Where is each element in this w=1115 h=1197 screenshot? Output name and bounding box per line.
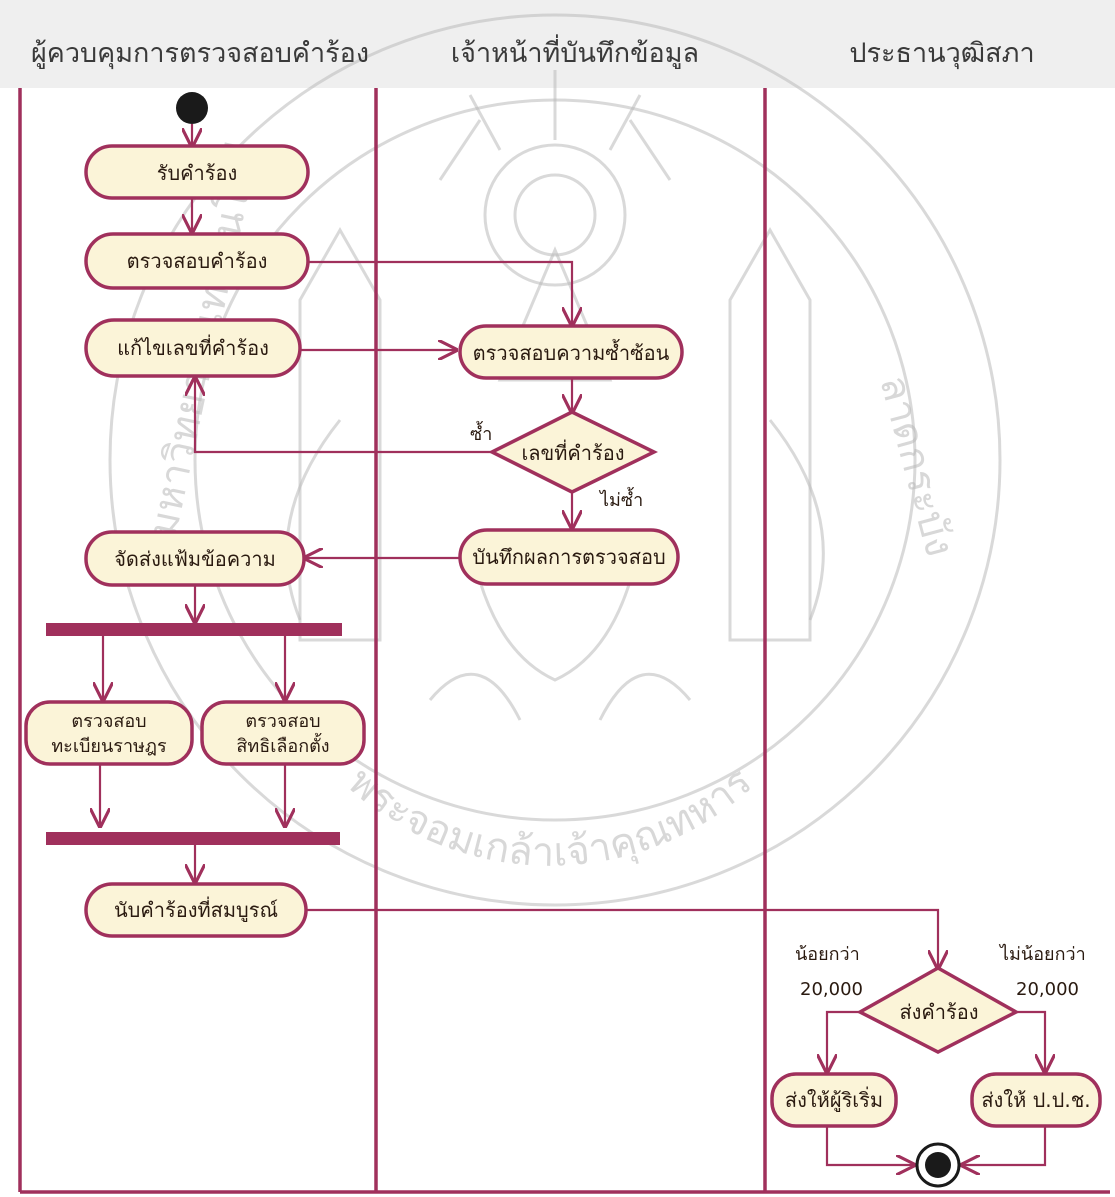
guard-duplicate: ซ้ำ <box>470 421 492 445</box>
activity-record-check-result: บันทึกผลการตรวจสอบ <box>458 528 680 586</box>
decision-label: ส่งคำร้อง <box>899 1000 978 1024</box>
decision-label: เลขที่คำร้อง <box>521 439 624 465</box>
activity-label-line-2: ทะเบียนราษฎร <box>51 736 167 757</box>
lane-title-data-officer: เจ้าหน้าที่บันทึกข้อมูล <box>451 34 699 69</box>
activity-label: จัดส่งแฟ้มข้อความ <box>114 547 276 571</box>
edge-decision-fix <box>195 378 492 454</box>
activity-label-line-1: ตรวจสอบ <box>245 711 320 732</box>
activity-receive-petition: รับคำร้อง <box>84 144 310 200</box>
guard-not-duplicate: ไม่ซ้ำ <box>598 487 643 511</box>
activity-label: ส่งให้ผู้ริเริ่ม <box>785 1086 883 1113</box>
activity-label-line-1: ตรวจสอบ <box>71 711 146 732</box>
edge-nacc-end <box>962 1127 1047 1165</box>
guard-not-less-than-value: 20,000 <box>1016 979 1079 1000</box>
watermark-right-text: ลาดกระบัง <box>870 371 962 562</box>
activity-check-house-registry: ตรวจสอบ ทะเบียนราษฎร <box>24 700 194 766</box>
activity-send-message-file: จัดส่งแฟ้มข้อความ <box>84 530 306 587</box>
edge-initiator-end <box>825 1127 914 1165</box>
activity-label: ส่งให้ ป.ป.ช. <box>981 1088 1090 1112</box>
activity-fix-petition-number: แก้ไขเลขที่คำร้อง <box>84 318 302 378</box>
activity-check-duplication: ตรวจสอบความซ้ำซ้อน <box>458 324 684 380</box>
activity-check-petition: ตรวจสอบคำร้อง <box>84 232 310 290</box>
fork-bar <box>46 623 342 636</box>
activity-label-line-2: สิทธิเลือกตั้ง <box>236 733 329 757</box>
flow-edges <box>100 124 1045 1165</box>
edge-decision-initiator <box>827 1010 860 1072</box>
decision-petition-number: เลขที่คำร้อง <box>488 410 658 494</box>
decision-send-petition: ส่งคำร้อง <box>856 965 1020 1054</box>
join-bar <box>46 832 340 845</box>
activity-label: บันทึกผลการตรวจสอบ <box>472 545 665 569</box>
guard-less-than: น้อยกว่า <box>795 944 860 965</box>
lane-title-senate-president: ประธานวุฒิสภา <box>849 38 1034 70</box>
activity-count-complete-petitions: นับคำร้องที่สมบูรณ์ <box>84 882 308 938</box>
activity-label: นับคำร้องที่สมบูรณ์ <box>114 896 278 923</box>
edge-decision-nacc <box>1016 1010 1045 1072</box>
edge-count-send-decision <box>305 908 938 968</box>
activity-send-to-initiator: ส่งให้ผู้ริเริ่ม <box>770 1072 898 1128</box>
svg-text:พระจอมเกล้าเจ้าคุณทหาร: พระจอมเกล้าเจ้าคุณทหาร <box>339 759 760 876</box>
end-node <box>915 1142 961 1188</box>
lane-title-supervisor: ผู้ควบคุมการตรวจสอบคำร้อง <box>31 38 369 70</box>
activity-label: ตรวจสอบคำร้อง <box>127 249 268 273</box>
activity-label: ตรวจสอบความซ้ำซ้อน <box>473 339 670 365</box>
watermark-arc-text: พระจอมเกล้าเจ้าคุณทหาร <box>339 759 760 876</box>
guard-not-less-than: ไม่น้อยกว่า <box>998 943 1086 965</box>
start-node <box>176 92 208 124</box>
guard-less-than-value: 20,000 <box>800 979 863 1000</box>
activity-check-voting-rights: ตรวจสอบ สิทธิเลือกตั้ง <box>200 700 366 766</box>
activity-label: รับคำร้อง <box>157 161 238 185</box>
activity-send-to-nacc: ส่งให้ ป.ป.ช. <box>970 1072 1102 1128</box>
activity-label: แก้ไขเลขที่คำร้อง <box>117 334 269 360</box>
edge-check-duplicate <box>308 260 572 325</box>
